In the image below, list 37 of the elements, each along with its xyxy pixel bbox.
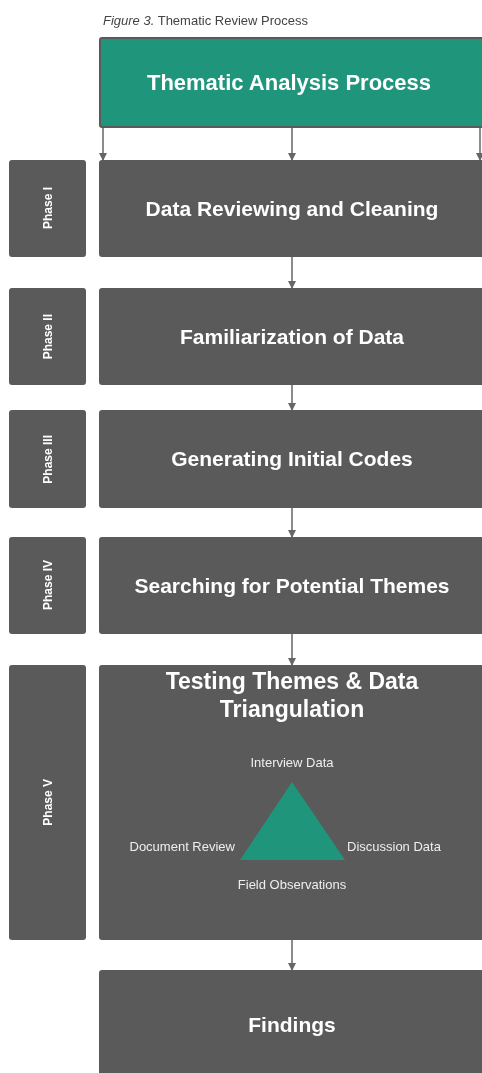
data-source-label: Document Review bbox=[129, 838, 235, 856]
phase-label: Phase I bbox=[39, 187, 56, 230]
arrow bbox=[99, 127, 107, 161]
phase-label-box bbox=[9, 665, 86, 940]
process-title: Familiarization of Data bbox=[179, 323, 404, 350]
phase-label-box bbox=[9, 160, 86, 257]
arrow bbox=[288, 127, 296, 161]
process-title: Findings bbox=[248, 1012, 336, 1039]
process-title: Searching for Potential Themes bbox=[134, 572, 450, 599]
arrow bbox=[288, 633, 296, 666]
process-title: Testing Themes & Data Triangulation bbox=[164, 667, 420, 723]
phase-label-box bbox=[9, 288, 86, 385]
process-box bbox=[99, 665, 482, 940]
arrow bbox=[288, 256, 296, 289]
process-box bbox=[99, 537, 482, 634]
header-text: Thematic Analysis Process bbox=[146, 69, 432, 97]
phase-label: Phase IV bbox=[39, 560, 56, 611]
arrow bbox=[476, 127, 482, 161]
phase-label-box bbox=[9, 410, 86, 508]
data-source-label: Field Observations bbox=[237, 876, 347, 894]
phase-label: Phase III bbox=[39, 434, 56, 484]
process-box bbox=[99, 970, 482, 1073]
data-source-label: Interview Data bbox=[250, 754, 334, 772]
process-box bbox=[99, 160, 482, 257]
data-source-label: Discussion Data bbox=[347, 838, 441, 856]
process-box bbox=[99, 410, 482, 508]
phase-label: Phase II bbox=[39, 313, 56, 360]
process-box bbox=[99, 288, 482, 385]
process-title: Data Reviewing and Cleaning bbox=[145, 195, 439, 222]
figure-title: Figure 3. Thematic Review Process bbox=[103, 12, 308, 30]
arrow bbox=[288, 384, 296, 411]
arrow bbox=[288, 507, 296, 538]
arrow bbox=[288, 939, 296, 971]
process-title: Generating Initial Codes bbox=[171, 446, 413, 473]
phase-label-box bbox=[9, 537, 86, 634]
process-header-box bbox=[99, 37, 482, 128]
phase-label: Phase V bbox=[39, 779, 56, 826]
